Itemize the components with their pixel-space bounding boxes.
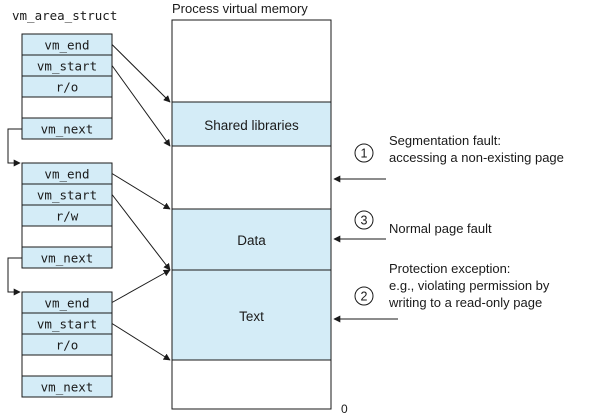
struct2-vm-end-label: vm_end: [44, 167, 89, 182]
memory-title: Process virtual memory: [172, 1, 308, 16]
struct3-field-vm-next: [21, 375, 113, 398]
fault-1-line2: accessing a non-existing page: [389, 150, 564, 165]
struct2-start-pointer: [111, 194, 171, 271]
data-label: Data: [237, 233, 266, 248]
fault-3-circle: [354, 210, 374, 230]
vm-area-struct-label: vm_area_struct: [12, 8, 117, 23]
struct1-perms-label: r/o: [56, 80, 79, 95]
struct3-perms-label: r/o: [56, 338, 79, 353]
shared-libraries-region: [171, 101, 332, 147]
struct3-vm-start-label: vm_start: [37, 317, 97, 332]
fault-1-annotation: 1 Segmentation fault: accessing a non-ex…: [333, 133, 564, 183]
struct3-end-pointer: [111, 269, 171, 303]
fault-2-line3: writing to a read-only page: [388, 295, 542, 310]
struct1-vm-end-label: vm_end: [44, 38, 89, 53]
fault-2-number: 2: [361, 290, 368, 304]
virtual-memory-column: Shared libraries Data Text 0: [171, 19, 348, 416]
fault-1-number: 1: [361, 147, 368, 161]
text-label: Text: [239, 309, 264, 324]
fault-3-annotation: 3 Normal page fault: [333, 210, 492, 243]
fault-1-circle: [354, 143, 374, 163]
struct3-start-pointer: [111, 323, 171, 361]
shared-libraries-label: Shared libraries: [204, 118, 299, 133]
struct1-vm-start-label: vm_start: [37, 59, 97, 74]
struct2-end-pointer: [111, 173, 171, 210]
fault-2-line2: e.g., violating permission by: [389, 278, 550, 293]
struct1-vm-next-label: vm_next: [41, 122, 94, 137]
struct1-field-empty: [21, 96, 113, 119]
vm-next-arrow-2: [7, 257, 22, 296]
struct1-end-pointer: [111, 44, 171, 103]
struct3-field-empty: [21, 354, 113, 377]
vm-next-arrow-1: [7, 128, 22, 167]
data-region: [171, 208, 332, 271]
fault-3-number: 3: [361, 214, 368, 228]
struct3-vm-end-label: vm_end: [44, 296, 89, 311]
fault-1-line1: Segmentation fault:: [389, 133, 501, 148]
vm-area-struct-1: vm_end vm_start r/o vm_next: [21, 33, 113, 140]
struct3-vm-next-label: vm_next: [41, 380, 94, 395]
address-zero-label: 0: [341, 402, 348, 416]
struct2-perms-label: r/w: [56, 209, 79, 224]
fault-2-line1: Protection exception:: [389, 261, 510, 276]
struct2-field-empty: [21, 225, 113, 248]
struct2-vm-next-label: vm_next: [41, 251, 94, 266]
struct2-vm-start-label: vm_start: [37, 188, 97, 203]
text-region: [171, 269, 332, 361]
vm-area-struct-3: vm_end vm_start r/o vm_next: [21, 291, 113, 398]
struct1-start-pointer: [111, 65, 171, 147]
fault-2-annotation: 2 Protection exception: e.g., violating …: [333, 261, 550, 323]
fault-3-line1: Normal page fault: [389, 221, 492, 236]
fault-2-circle: [354, 286, 374, 306]
vm-area-struct-2: vm_end vm_start r/w vm_next: [21, 162, 113, 269]
